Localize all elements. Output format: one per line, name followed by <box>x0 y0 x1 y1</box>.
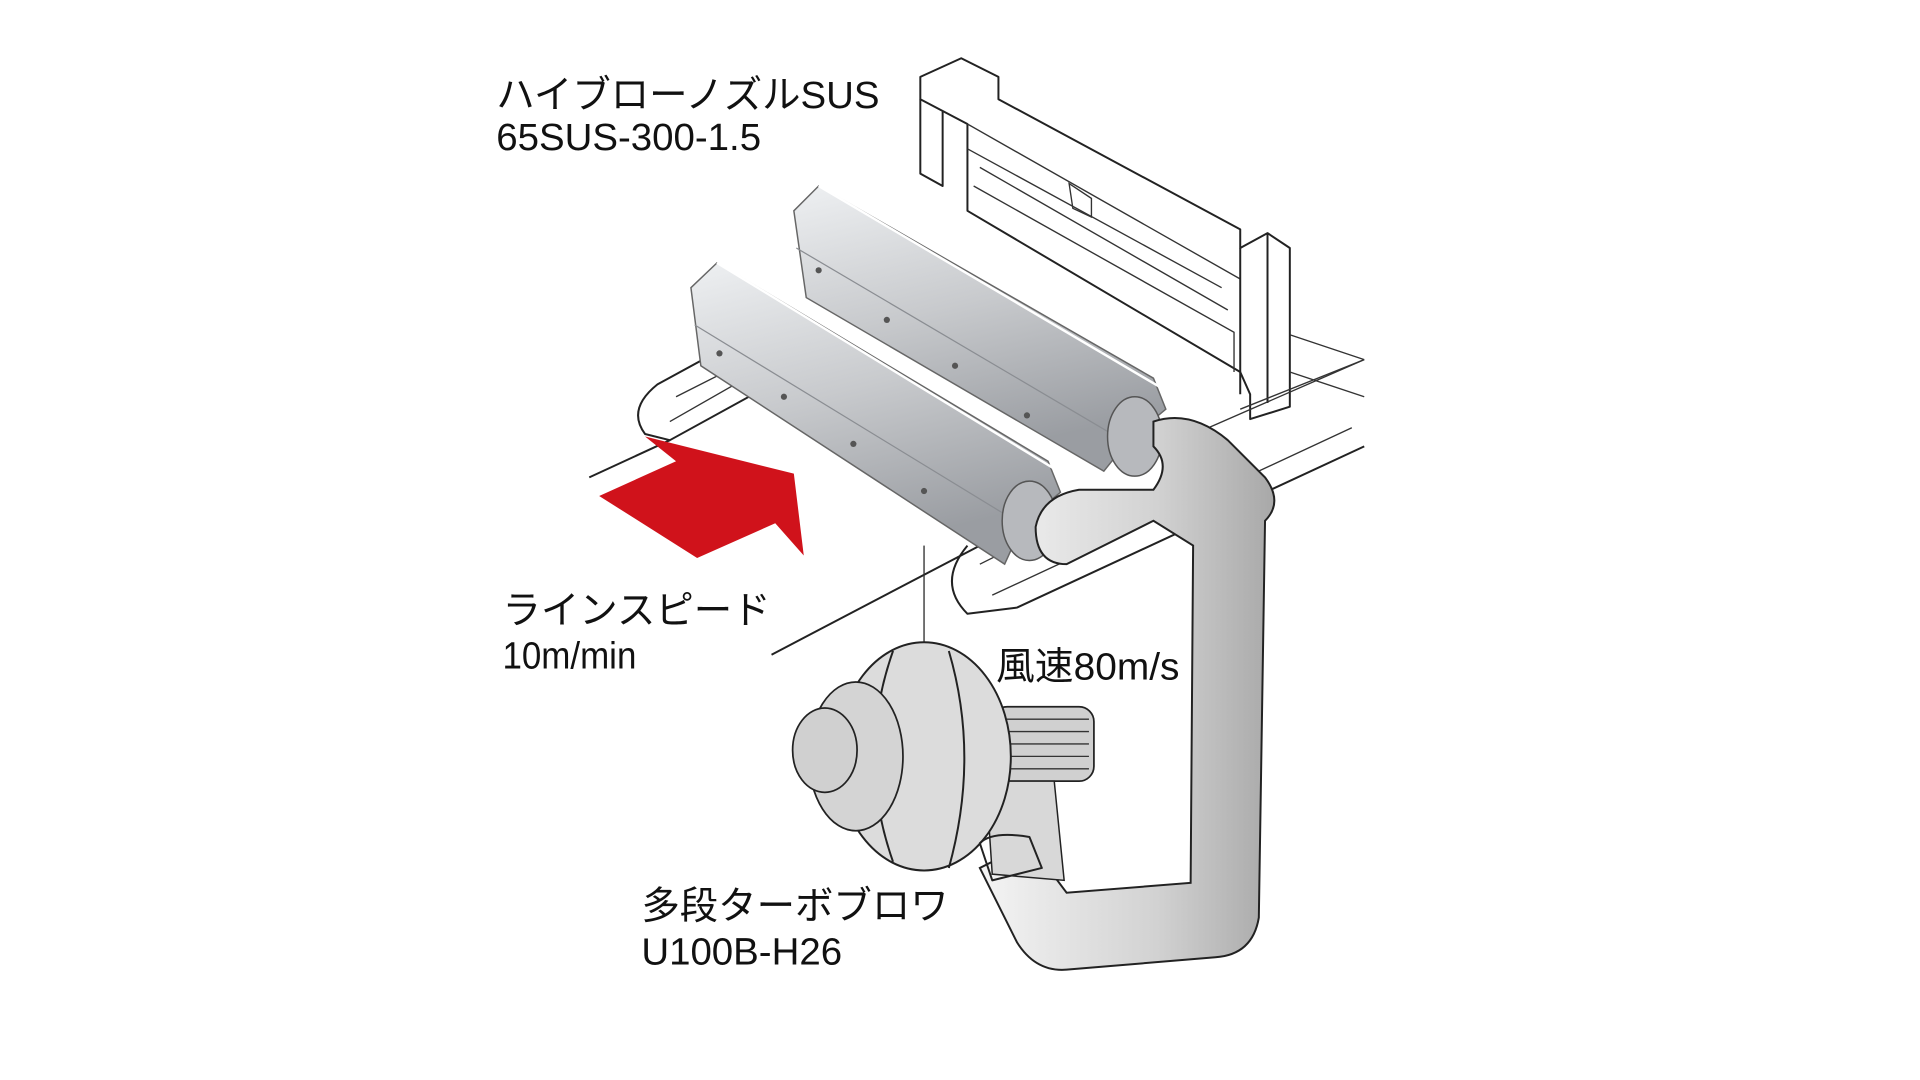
nozzle-name-label: ハイブローノズルSUS <box>496 74 879 117</box>
line-speed-value: 10m/min <box>502 634 636 677</box>
blower-name-label: 多段ターボブロワ <box>641 885 948 928</box>
line-speed-label: ラインスピード <box>502 590 770 633</box>
nozzle-model-label: 65SUS-300-1.5 <box>496 116 761 159</box>
machine-frame <box>919 57 1365 421</box>
air-speed-label: 風速80m/s <box>996 645 1180 688</box>
turbo-blower <box>791 641 1095 882</box>
line-direction-arrow <box>599 436 804 558</box>
blower-model-label: U100B-H26 <box>641 931 842 974</box>
nozzle-back <box>793 184 1167 477</box>
